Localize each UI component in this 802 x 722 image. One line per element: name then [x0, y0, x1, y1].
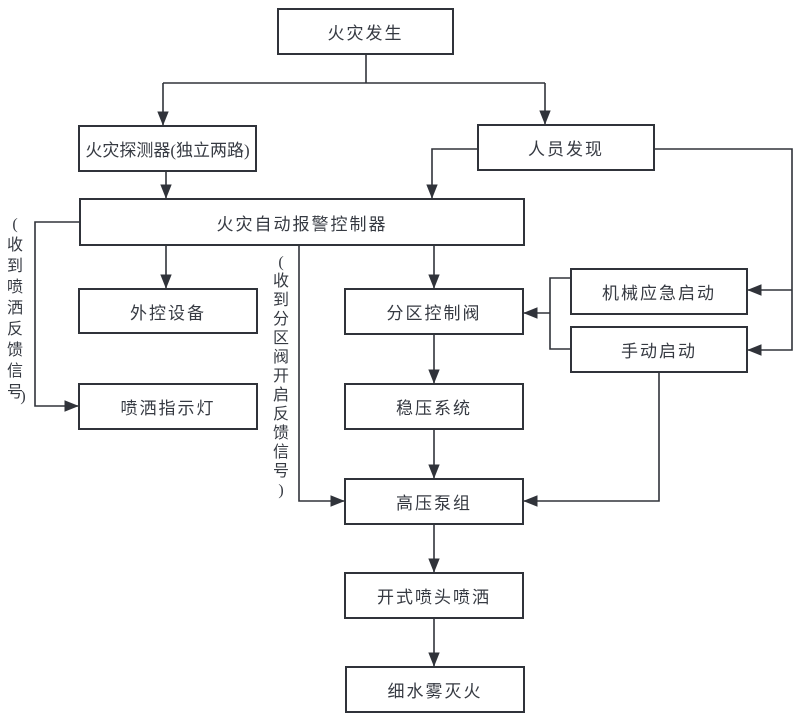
- node-label: 细水雾灭火: [387, 682, 483, 701]
- node-open-nozzle-spray: 开式喷头喷洒: [344, 572, 524, 619]
- annotation-valve-open-feedback-signal: (收到分区阀开启反馈信号): [272, 254, 289, 499]
- node-label: 稳压系统: [396, 399, 472, 418]
- edge-controller-to-pump-feedback: [298, 246, 345, 507]
- node-external-control: 外控设备: [78, 288, 258, 334]
- node-label: 机械应急启动: [602, 284, 716, 303]
- node-label: 火灾探测器(独立两路): [85, 141, 250, 160]
- node-label: 高压泵组: [396, 494, 472, 513]
- node-label: 人员发现: [528, 140, 604, 159]
- node-label: 开式喷头喷洒: [377, 588, 491, 607]
- node-label: 手动启动: [621, 342, 697, 361]
- edge-start-bracket: [549, 277, 570, 350]
- node-mechanical-emergency-start: 机械应急启动: [570, 268, 748, 315]
- node-label: 分区控制阀: [386, 304, 482, 323]
- node-personnel-discovery: 人员发现: [477, 124, 655, 171]
- node-fire-occurs: 火灾发生: [277, 8, 454, 55]
- node-label: 外控设备: [130, 303, 206, 323]
- annotation-spray-feedback-signal: (收到喷洒反馈信号): [6, 216, 26, 405]
- node-fire-detector: 火灾探测器(独立两路): [78, 125, 257, 172]
- edge-manual-to-pump: [523, 373, 660, 507]
- edge-personnel-to-controller: [426, 148, 477, 199]
- node-zone-control-valve: 分区控制阀: [344, 288, 524, 335]
- node-label: 喷洒指示灯: [120, 399, 216, 418]
- node-alarm-controller: 火灾自动报警控制器: [79, 198, 525, 246]
- node-spray-indicator: 喷洒指示灯: [78, 383, 258, 430]
- node-water-mist-extinguishing: 细水雾灭火: [345, 666, 525, 713]
- edge-controller-to-indicator-feedback: [34, 221, 79, 412]
- node-pressure-stabilizing-system: 稳压系统: [344, 383, 524, 430]
- node-manual-start: 手动启动: [570, 326, 748, 373]
- edge-personnel-to-manual: [655, 148, 793, 356]
- node-label: 火灾自动报警控制器: [216, 214, 388, 234]
- node-label: 火灾发生: [327, 24, 404, 43]
- node-high-pressure-pump-group: 高压泵组: [344, 478, 524, 525]
